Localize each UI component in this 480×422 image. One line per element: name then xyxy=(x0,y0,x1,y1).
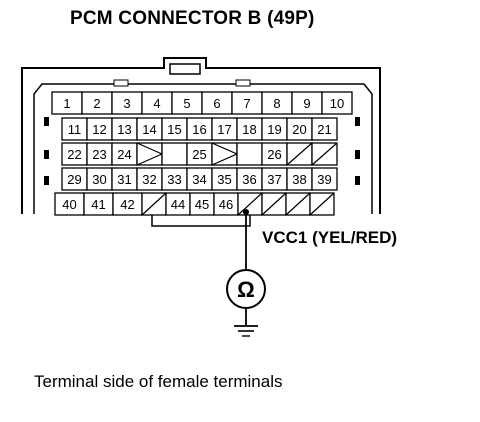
probe-point xyxy=(243,209,249,215)
terminal-number-32: 32 xyxy=(142,172,156,187)
connector-housing xyxy=(21,57,381,214)
terminal-number-35: 35 xyxy=(217,172,231,187)
side-key-left-2 xyxy=(44,150,49,159)
terminal-number-18: 18 xyxy=(242,122,256,137)
ohmmeter-circuit: Ω xyxy=(226,214,266,337)
terminal-cell xyxy=(161,142,188,166)
diagram-title: PCM CONNECTOR B (49P) xyxy=(70,8,315,29)
terminal-cell xyxy=(321,91,353,115)
terminal-number-1: 1 xyxy=(63,96,70,111)
terminal-number-30: 30 xyxy=(92,172,106,187)
blank-terminal-slash xyxy=(141,192,167,216)
terminal-number-22: 22 xyxy=(67,147,81,162)
blank-terminal-slash xyxy=(285,192,311,216)
terminal-number-10: 10 xyxy=(330,96,344,111)
terminal-number-13: 13 xyxy=(117,122,131,137)
terminal-number-16: 16 xyxy=(192,122,206,137)
blank-terminal-slash xyxy=(237,192,263,216)
terminal-number-45: 45 xyxy=(195,197,209,212)
ohm-symbol: Ω xyxy=(237,277,255,302)
blank-terminal-slash xyxy=(261,192,287,216)
terminal-number-7: 7 xyxy=(243,96,250,111)
key-tab-right xyxy=(235,79,251,87)
terminal-number-6: 6 xyxy=(213,96,220,111)
connector-latch xyxy=(169,63,201,75)
side-key-right-1 xyxy=(355,117,360,126)
terminal-number-14: 14 xyxy=(142,122,156,137)
connector-body xyxy=(33,83,373,214)
terminal-number-33: 33 xyxy=(167,172,181,187)
terminal-number-23: 23 xyxy=(92,147,106,162)
terminal-cell xyxy=(236,142,263,166)
terminal-number-41: 41 xyxy=(91,197,105,212)
side-key-left-1 xyxy=(44,117,49,126)
terminal-number-8: 8 xyxy=(273,96,280,111)
key-tab-left xyxy=(113,79,129,87)
terminal-number-5: 5 xyxy=(183,96,190,111)
terminal-number-34: 34 xyxy=(192,172,206,187)
side-key-right-2 xyxy=(355,150,360,159)
terminal-number-26: 26 xyxy=(267,147,281,162)
terminal-number-9: 9 xyxy=(303,96,310,111)
terminal-cell xyxy=(136,142,163,166)
side-key-left-3 xyxy=(44,176,49,185)
terminal-cell xyxy=(211,142,238,166)
terminal-number-42: 42 xyxy=(120,197,134,212)
terminal-number-12: 12 xyxy=(92,122,106,137)
terminal-number-2: 2 xyxy=(93,96,100,111)
terminal-number-37: 37 xyxy=(267,172,281,187)
terminal-number-39: 39 xyxy=(317,172,331,187)
diagram-caption: Terminal side of female terminals xyxy=(34,372,283,391)
terminal-number-19: 19 xyxy=(267,122,281,137)
connector-skirt xyxy=(151,212,251,227)
terminal-number-4: 4 xyxy=(153,96,160,111)
terminal-number-3: 3 xyxy=(123,96,130,111)
wire-label: VCC1 (YEL/RED) xyxy=(262,228,398,247)
blank-terminal-slash xyxy=(309,192,335,216)
terminal-number-20: 20 xyxy=(292,122,306,137)
side-key-right-3 xyxy=(355,176,360,185)
blank-terminal-slash xyxy=(286,142,313,166)
terminal-number-25: 25 xyxy=(192,147,206,162)
terminal-number-21: 21 xyxy=(317,122,331,137)
terminal-number-31: 31 xyxy=(117,172,131,187)
terminal-number-40: 40 xyxy=(62,197,76,212)
terminal-number-29: 29 xyxy=(67,172,81,187)
terminal-number-46: 46 xyxy=(219,197,233,212)
terminal-number-11: 11 xyxy=(68,122,82,137)
terminal-cell xyxy=(311,167,338,191)
terminal-cell xyxy=(311,117,338,141)
blank-terminal-slash xyxy=(311,142,338,166)
terminal-number-17: 17 xyxy=(217,122,231,137)
terminal-number-44: 44 xyxy=(171,197,185,212)
terminal-number-24: 24 xyxy=(117,147,131,162)
terminal-number-38: 38 xyxy=(292,172,306,187)
terminal-number-36: 36 xyxy=(242,172,256,187)
terminal-number-15: 15 xyxy=(167,122,181,137)
